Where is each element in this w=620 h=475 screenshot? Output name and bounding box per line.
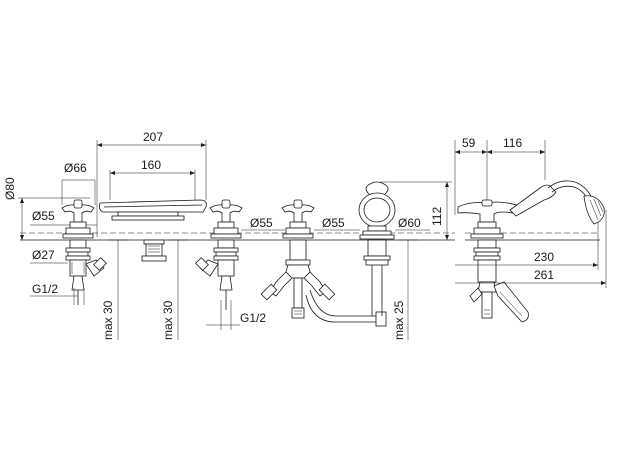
dim-261-label: 261 <box>534 268 554 282</box>
dimension-o55-mid1: Ø55 <box>241 216 285 231</box>
dim-o55-mid2-label: Ø55 <box>322 216 345 230</box>
dim-max25-label: max 25 <box>392 300 406 340</box>
dimension-o60: Ø60 <box>395 216 430 231</box>
dim-207-label: 207 <box>143 130 163 144</box>
dimension-g12-left: G1/2 <box>30 282 85 305</box>
dim-o55-left-label: Ø55 <box>32 209 55 223</box>
dim-230-label: 230 <box>534 250 554 264</box>
dimension-230: 230 <box>455 222 599 270</box>
dimension-g12-mid: G1/2 <box>206 300 266 330</box>
diverter-cross-handle <box>260 199 336 319</box>
dim-max30-a-label: max 30 <box>101 300 115 340</box>
spout <box>99 199 207 221</box>
dimension-112: 112 <box>380 181 452 240</box>
dim-o80-label: Ø80 <box>3 177 17 200</box>
dimension-max25: max 25 <box>392 239 418 340</box>
left-valve-body <box>65 239 107 305</box>
dimension-o80: Ø80 <box>3 177 90 240</box>
dim-g12-mid-label: G1/2 <box>240 311 266 325</box>
dimension-max30-b: max 30 <box>161 239 188 340</box>
left-cross-handle <box>61 199 95 239</box>
dimension-59: 59 <box>454 136 488 215</box>
spout-shank <box>141 239 167 262</box>
dimension-max30-a: max 30 <box>101 239 128 340</box>
dimension-o66: Ø66 <box>61 161 96 205</box>
dim-o27-label: Ø27 <box>32 248 55 262</box>
middle-left-cross-handle <box>195 199 243 310</box>
dim-o60-label: Ø60 <box>398 216 421 230</box>
handshower-holder <box>358 181 396 316</box>
dimension-207: 207 <box>96 130 207 237</box>
dimension-arrows <box>20 143 606 285</box>
dim-max30-b-label: max 30 <box>161 300 175 340</box>
dim-59-label: 59 <box>462 136 476 150</box>
dim-160-label: 160 <box>141 158 161 172</box>
dimension-o27: Ø27 <box>30 248 68 264</box>
dimension-261: 261 <box>455 210 607 288</box>
dim-o55-mid1-label: Ø55 <box>250 216 273 230</box>
dimension-160: 160 <box>109 158 196 200</box>
dim-g12-left-label: G1/2 <box>32 282 58 296</box>
dimension-116: 116 <box>487 136 546 180</box>
dimension-o55-mid2: Ø55 <box>314 216 360 231</box>
dim-112-label: 112 <box>430 207 444 226</box>
hose-pipe <box>305 289 387 327</box>
side-view-assembly <box>457 180 605 323</box>
dim-o66-label: Ø66 <box>64 161 87 175</box>
dim-116-label: 116 <box>503 136 522 150</box>
